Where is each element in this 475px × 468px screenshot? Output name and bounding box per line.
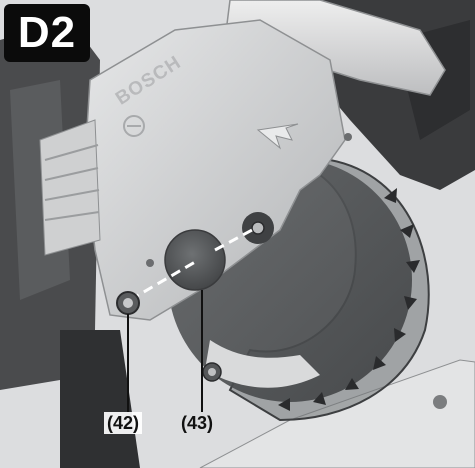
flange-rim (164, 229, 226, 291)
clamping-bolt (116, 291, 140, 315)
bracket-hole (433, 395, 447, 409)
rotation-arrow-icon (256, 123, 299, 150)
housing-rib-lines (44, 144, 100, 221)
guard-knob (202, 362, 222, 382)
callout-label-42: (42) (104, 412, 143, 434)
assembly-dash-lines (129, 228, 253, 302)
step-badge: D2 (4, 4, 90, 62)
blade-guard-lower (205, 340, 320, 388)
housing-ribs (39, 119, 101, 256)
blade-teeth (278, 188, 420, 411)
blade-housing (84, 19, 346, 321)
outer-flange (165, 230, 225, 290)
blade-spindle (251, 221, 265, 235)
screw (344, 133, 352, 141)
base-bracket (199, 359, 475, 468)
screw (146, 259, 154, 267)
leader-lines (127, 290, 203, 412)
brand-emblem-icon (123, 115, 145, 137)
callout-label-43: (43) (181, 413, 214, 433)
